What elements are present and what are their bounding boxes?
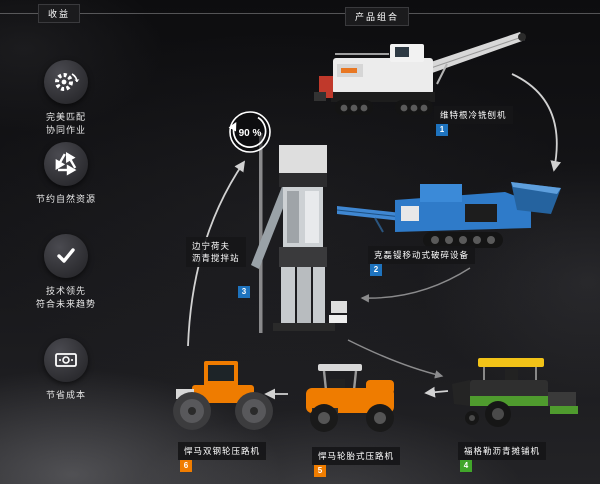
portfolio-label-text: 产品组合 <box>355 12 400 22</box>
machine-label-crusher: 克磊镘移动式破碎设备 <box>368 246 476 264</box>
benefit-label: 节约自然资源 <box>35 194 96 204</box>
tandem-roller-illustration <box>168 355 278 440</box>
gears-icon <box>44 60 88 104</box>
machine-number-badge-6: 6 <box>180 460 192 472</box>
recycle-icon <box>44 142 88 186</box>
machine-label-tandem-roller: 悍马双钢轮压路机 <box>178 442 267 460</box>
tire-roller-illustration <box>288 360 413 445</box>
machine-number-badge-5: 5 <box>314 465 326 477</box>
recycling-rate-badge: 90 % <box>227 109 273 155</box>
benefit-label: 完美匹配协同作业 <box>45 112 86 135</box>
machine-number-badge-4: 4 <box>460 460 472 472</box>
machine-number-badge-2: 2 <box>370 264 382 276</box>
benefits-section-label: 收益 <box>38 4 81 23</box>
machine-number-badge-1: 1 <box>436 124 448 136</box>
crusher-illustration <box>335 176 565 261</box>
asphalt-plant-illustration <box>245 133 350 353</box>
machine-label-plant: 边宁荷夫 沥青搅拌站 <box>186 237 246 267</box>
paver-illustration <box>450 352 580 442</box>
milling-machine-illustration <box>295 28 530 128</box>
check-icon <box>44 234 88 278</box>
machine-number-badge-3: 3 <box>238 286 250 298</box>
benefit-item-technology: 技术领先符合未来趋势 <box>16 234 116 311</box>
recycling-rate-text: 90 % <box>239 128 262 139</box>
benefit-item-cooperation: 完美匹配协同作业 <box>16 60 116 137</box>
benefit-item-resources: 节约自然资源 <box>16 142 116 206</box>
header-line <box>0 13 600 14</box>
benefit-label: 技术领先符合未来趋势 <box>35 286 96 309</box>
machine-label-tire-roller: 悍马轮胎式压路机 <box>312 447 401 465</box>
benefit-label: 节省成本 <box>45 390 86 400</box>
cost-icon <box>44 338 88 382</box>
benefit-item-cost: 节省成本 <box>16 338 116 402</box>
machine-label-paver: 福格勒沥青摊铺机 <box>458 442 547 460</box>
portfolio-section-label: 产品组合 <box>345 7 410 26</box>
benefits-label-text: 收益 <box>48 9 71 19</box>
machine-label-milling: 维特根冷铣刨机 <box>434 106 513 124</box>
